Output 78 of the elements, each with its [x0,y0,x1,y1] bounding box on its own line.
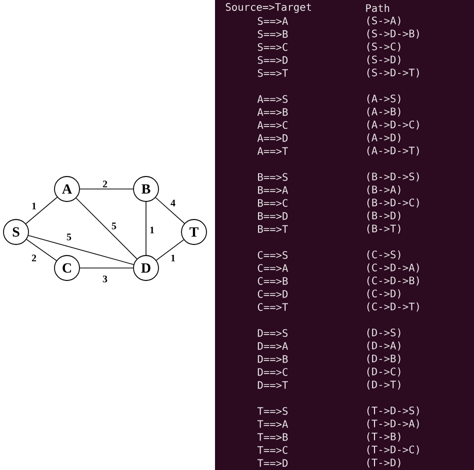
edge-label: 1 [32,202,36,210]
edge-label: 1 [171,254,175,262]
terminal-text: (D->A) [367,341,400,351]
terminal-text: T==>A [257,420,288,428]
terminal-text: (C->S) [367,250,400,260]
terminal-text: S==>C [258,43,288,51]
terminal-text: (A->D->T) [367,146,419,156]
terminal-text: (B->D) [367,211,400,221]
terminal-text: (S->A) [367,16,400,26]
graph-edge [80,188,134,190]
terminal-text: (A->B) [367,107,400,117]
edge-label: 5 [112,222,116,230]
terminal-text: B==>A [258,186,288,194]
terminal-text: A==>T [257,147,288,155]
terminal-text: D==>C [258,368,288,376]
terminal-text: D==>B [258,355,288,363]
terminal-text: B==>C [258,199,288,207]
terminal-text: D==>S [258,329,288,337]
edge-label: 2 [102,180,108,188]
terminal-text: A==>C [257,121,288,129]
terminal-text: (S->D->T) [367,68,419,78]
terminal-text: B==>D [258,212,288,220]
terminal-text: C==>S [258,251,288,259]
graph-edge [156,239,184,261]
terminal-text: S==>D [258,56,288,64]
graph-edge [155,197,185,224]
terminal-text: (C->D->B) [367,276,419,286]
terminal-text: B==>T [258,225,288,233]
terminal-text: (S->D) [367,55,400,65]
terminal-text: C==>D [258,290,288,298]
terminal-text: D==>T [258,381,288,389]
terminal-text: C==>A [258,264,288,272]
terminal-text: (T->D) [367,458,400,468]
terminal-text: (S->D->B) [367,29,419,39]
terminal-text: (D->C) [367,367,400,377]
terminal-text: (D->S) [367,328,400,338]
edge-label: 4 [170,200,176,206]
terminal-text: S==>T [258,69,288,77]
graph-edge [26,239,57,261]
graph-edge [26,196,58,224]
terminal-text: (T->B) [367,432,400,442]
terminal-text: (T->D->S) [367,406,419,416]
terminal-text: (S->C) [367,42,400,52]
terminal-text: B==>S [258,173,288,181]
terminal-text: A==>B [257,108,288,116]
terminal-text: T==>D [257,459,288,467]
graph-edge [28,235,134,265]
terminal-text: (B->A) [367,185,400,195]
terminal-text: C==>T [258,303,288,311]
terminal-text: A==>D [257,134,288,142]
terminal-text: D==>A [258,342,288,350]
terminal-text: S==>A [258,17,288,25]
terminal-text: (A->D) [367,133,400,143]
terminal-text: (B->D->S) [367,172,419,182]
terminal-text: T==>C [257,446,288,454]
terminal-text: (D->T) [367,380,400,390]
terminal-text: C==>B [258,277,288,285]
terminal-text: (B->D->C) [367,198,419,208]
terminal-text: (A->S) [367,94,400,104]
terminal-text: (D->B) [367,354,400,364]
edge-label: 3 [102,276,108,282]
edge-label: 1 [150,226,154,234]
terminal-text: T==>B [257,433,288,441]
terminal-text: Path [366,4,390,12]
terminal-text: A==>S [257,95,288,103]
terminal-text: (C->D->A) [367,263,419,273]
edge-label: 2 [32,254,36,262]
terminal-text: (C->D) [367,289,400,299]
terminal-text: T==>S [257,407,288,415]
terminal-text: S==>B [258,30,288,38]
terminal-text: (T->D->C) [367,445,419,455]
terminal-text: (C->D->T) [367,302,419,312]
edge-label: 5 [66,234,72,240]
terminal-text: Source=>Target [226,3,311,13]
terminal-text: (A->D->C) [367,120,419,130]
graph-edge [76,198,138,260]
terminal-text: (B->T) [367,224,400,234]
terminal-text: (T->D->A) [367,419,419,429]
